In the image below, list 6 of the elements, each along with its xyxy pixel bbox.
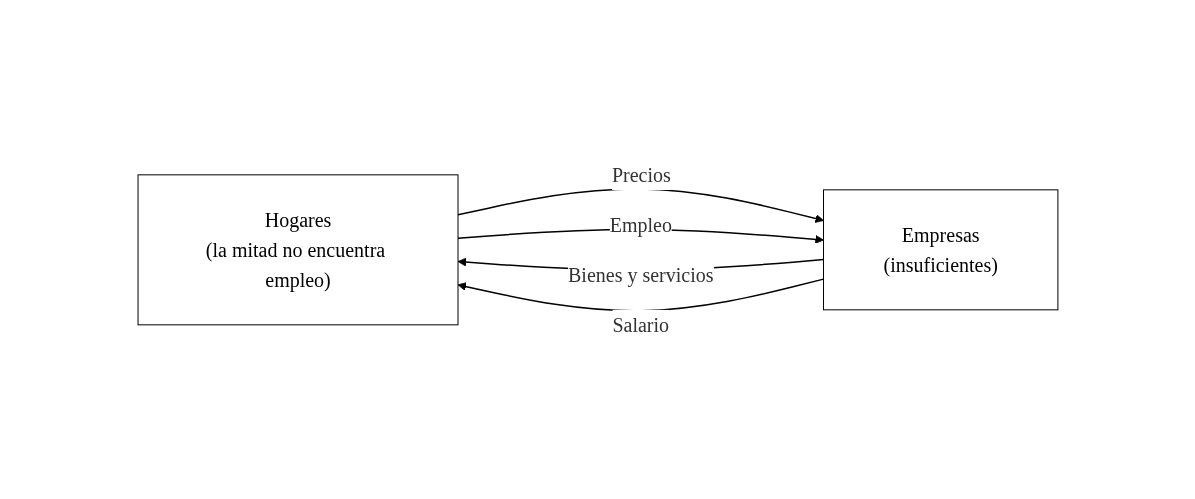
edge-label: Precios bbox=[611, 163, 671, 186]
node-box: Empresas (insuficientes) bbox=[822, 188, 1058, 310]
node-box: Hogares (la mitad no encuentra empleo) bbox=[137, 173, 459, 325]
edge-label: Salario bbox=[611, 313, 669, 336]
edge-label: Bienes y servicios bbox=[567, 263, 714, 286]
edge-label: Empleo bbox=[609, 213, 672, 236]
